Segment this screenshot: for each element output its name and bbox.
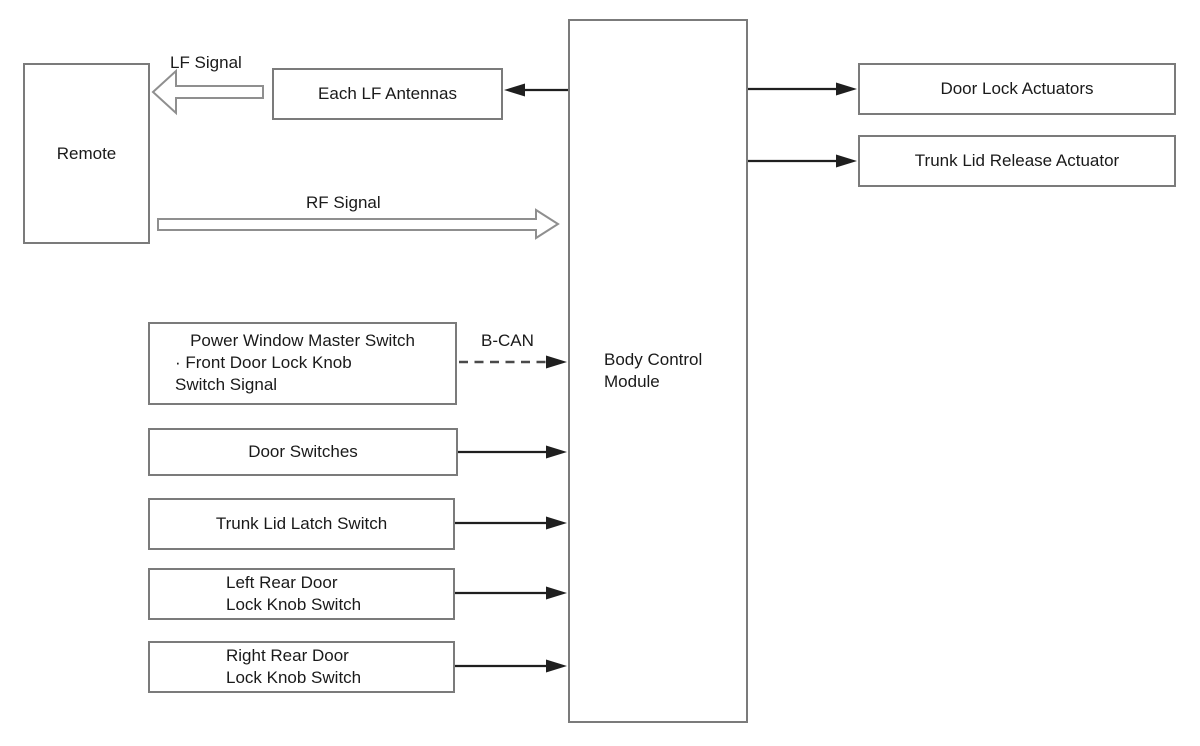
node-pwms-label-line3: Switch Signal — [175, 375, 278, 394]
arrowhead-door-switches — [546, 445, 567, 459]
rf-signal-label: RF Signal — [306, 193, 381, 212]
node-left-rear-door-lock-knob-switch: Left Rear Door Lock Knob Switch — [148, 568, 455, 620]
node-door-lock-actuators-label: Door Lock Actuators — [940, 79, 1094, 98]
arrowhead-trunk-lid-release — [836, 154, 857, 168]
node-bcm-label-line1: Body Control — [604, 350, 703, 369]
arrowhead-left-lf-antennas — [504, 83, 525, 97]
bcan-label: B-CAN — [481, 331, 534, 350]
node-trunk-lid-latch-switch-label: Trunk Lid Latch Switch — [215, 514, 388, 533]
node-bcm-label: Body Control Module — [570, 349, 702, 393]
node-power-window-master-switch: Power Window Master Switch · Front Door … — [148, 322, 457, 405]
lf-signal-label: LF Signal — [170, 53, 242, 72]
node-pwms-label-line1: Power Window Master Switch — [190, 331, 415, 350]
node-trunk-lid-release-actuator: Trunk Lid Release Actuator — [858, 135, 1176, 187]
node-remote: Remote — [23, 63, 150, 244]
rf-signal-hollow-arrow — [157, 208, 560, 240]
arrowhead-trunk-lid-latch — [546, 516, 567, 530]
node-left-rear-label-line1: Left Rear Door — [226, 573, 338, 592]
arrowhead-right-rear-door — [546, 659, 567, 673]
node-door-switches: Door Switches — [148, 428, 458, 476]
node-right-rear-label-line1: Right Rear Door — [226, 646, 349, 665]
node-trunk-lid-latch-switch: Trunk Lid Latch Switch — [148, 498, 455, 550]
node-left-rear-label: Left Rear Door Lock Knob Switch — [150, 572, 361, 616]
node-trunk-lid-release-actuator-label: Trunk Lid Release Actuator — [914, 151, 1120, 170]
node-door-lock-actuators: Door Lock Actuators — [858, 63, 1176, 115]
node-bcm-label-line2: Module — [604, 372, 660, 391]
node-remote-label: Remote — [56, 143, 117, 163]
arrowhead-door-lock-actuators — [836, 82, 857, 96]
node-body-control-module: Body Control Module — [568, 19, 748, 723]
arrowhead-bcan — [546, 355, 567, 369]
node-each-lf-antennas-label: Each LF Antennas — [318, 84, 457, 103]
node-door-switches-label: Door Switches — [248, 442, 358, 461]
arrowhead-left-rear-door — [546, 586, 567, 600]
node-right-rear-door-lock-knob-switch: Right Rear Door Lock Knob Switch — [148, 641, 455, 693]
node-left-rear-label-line2: Lock Knob Switch — [226, 595, 362, 614]
node-right-rear-label-line2: Lock Knob Switch — [226, 668, 362, 687]
node-right-rear-label: Right Rear Door Lock Knob Switch — [150, 645, 361, 689]
node-pwms-label-line2: · Front Door Lock Knob — [175, 353, 352, 372]
lf-signal-hollow-arrow — [151, 68, 264, 116]
node-each-lf-antennas: Each LF Antennas — [272, 68, 503, 120]
